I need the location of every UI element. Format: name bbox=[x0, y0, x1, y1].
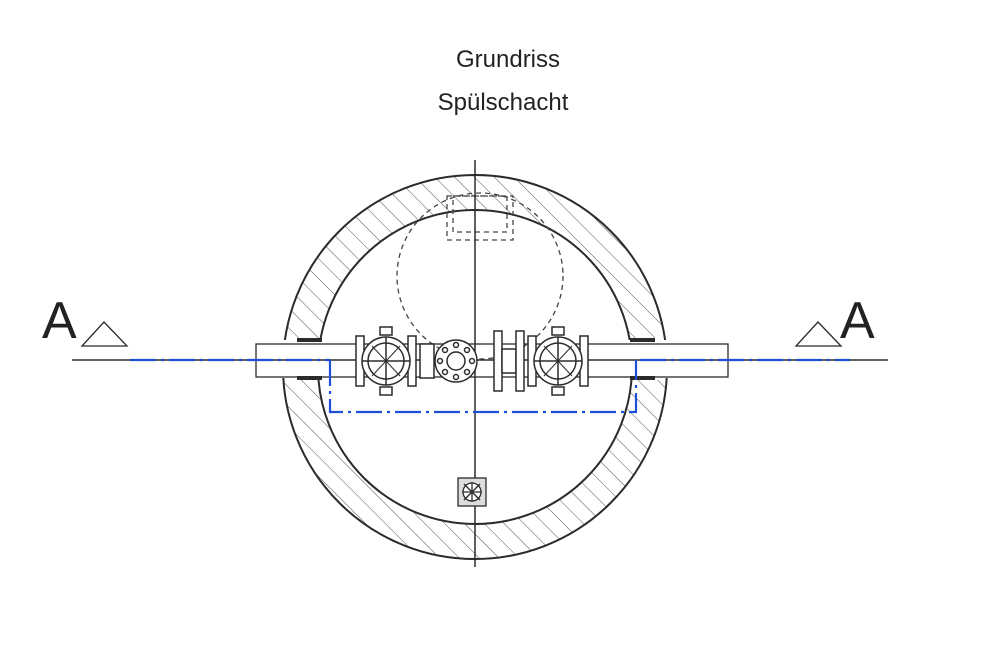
section-triangle-right-icon bbox=[794, 321, 843, 347]
drain-grate bbox=[457, 477, 487, 507]
section-letter-left: A bbox=[42, 292, 77, 350]
section-triangle-left-icon bbox=[80, 321, 129, 347]
section-marker-right: A bbox=[794, 292, 875, 350]
title-grundriss: Grundriss bbox=[456, 46, 560, 73]
right-valve bbox=[527, 326, 589, 396]
manhole-opening bbox=[396, 192, 564, 360]
left-valve bbox=[355, 326, 417, 396]
center-flange bbox=[419, 339, 478, 383]
section-line bbox=[130, 358, 850, 414]
pipe-couplings bbox=[493, 330, 525, 392]
section-letter-right: A bbox=[840, 292, 875, 350]
section-marker-left: A bbox=[42, 292, 129, 350]
title-spuelschacht: Spülschacht bbox=[438, 89, 569, 116]
